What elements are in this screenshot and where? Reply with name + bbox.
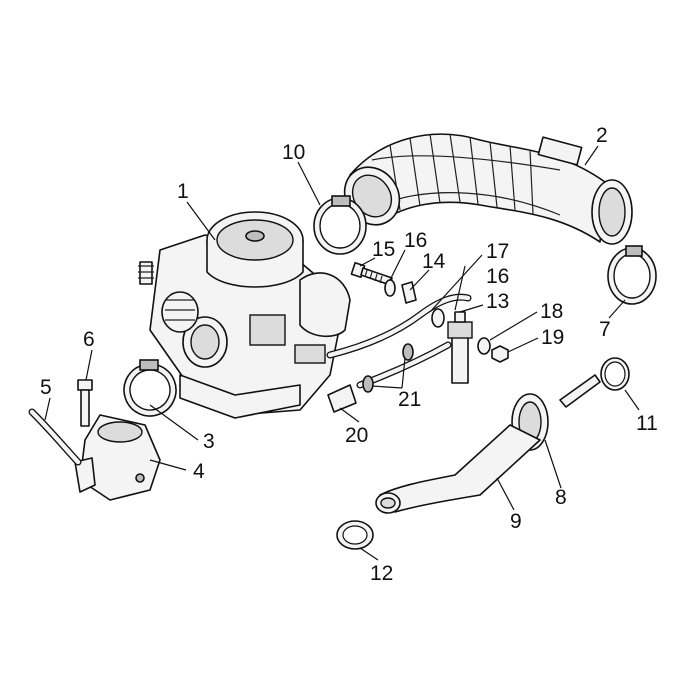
hose-clamp-3 [123,359,177,417]
callout-7: 7 [599,318,611,341]
callout-10: 10 [282,141,305,164]
hose-clamp-11 [600,357,630,391]
carburettor [138,211,351,419]
callout-3: 3 [203,430,215,453]
callout-1: 1 [177,180,189,203]
callout-16-lower: 16 [486,265,509,288]
callout-2: 2 [596,124,608,147]
solenoid-valve-13 [447,311,473,384]
vacuum-hose [28,408,82,466]
callout-13: 13 [486,290,509,313]
washer-16b [431,308,445,328]
callout-21: 21 [398,388,421,411]
hose-clamp-10 [313,195,367,255]
silencer-tube [375,424,541,514]
leader-lines [44,145,640,561]
callout-4: 4 [193,460,205,483]
washer-18 [477,337,491,355]
callout-11: 11 [636,412,658,435]
connector-20 [327,384,357,413]
fuel-line [326,293,472,389]
intake-manifold [74,414,161,501]
washer-16a [384,279,396,297]
clip-21 [362,343,414,393]
callout-19: 19 [541,326,564,349]
bolt-6 [77,379,93,427]
callout-20: 20 [345,424,368,447]
hose-clamp-12 [336,520,374,550]
intake-duct [343,133,633,245]
callout-16-upper: 16 [404,229,427,252]
callout-17: 17 [486,240,509,263]
callout-6: 6 [83,328,95,351]
callout-9: 9 [510,510,522,533]
callout-labels: 1 2 3 4 5 6 7 8 9 10 11 12 13 14 15 16 1… [40,124,658,585]
hose-clamp-7 [607,245,657,305]
callout-14: 14 [422,250,446,273]
callout-8: 8 [555,486,567,509]
screw-15 [350,261,393,286]
callout-5: 5 [40,376,52,399]
callout-15: 15 [372,238,395,261]
nut-19 [491,345,509,363]
callout-18: 18 [540,300,563,323]
callout-12: 12 [370,562,393,585]
